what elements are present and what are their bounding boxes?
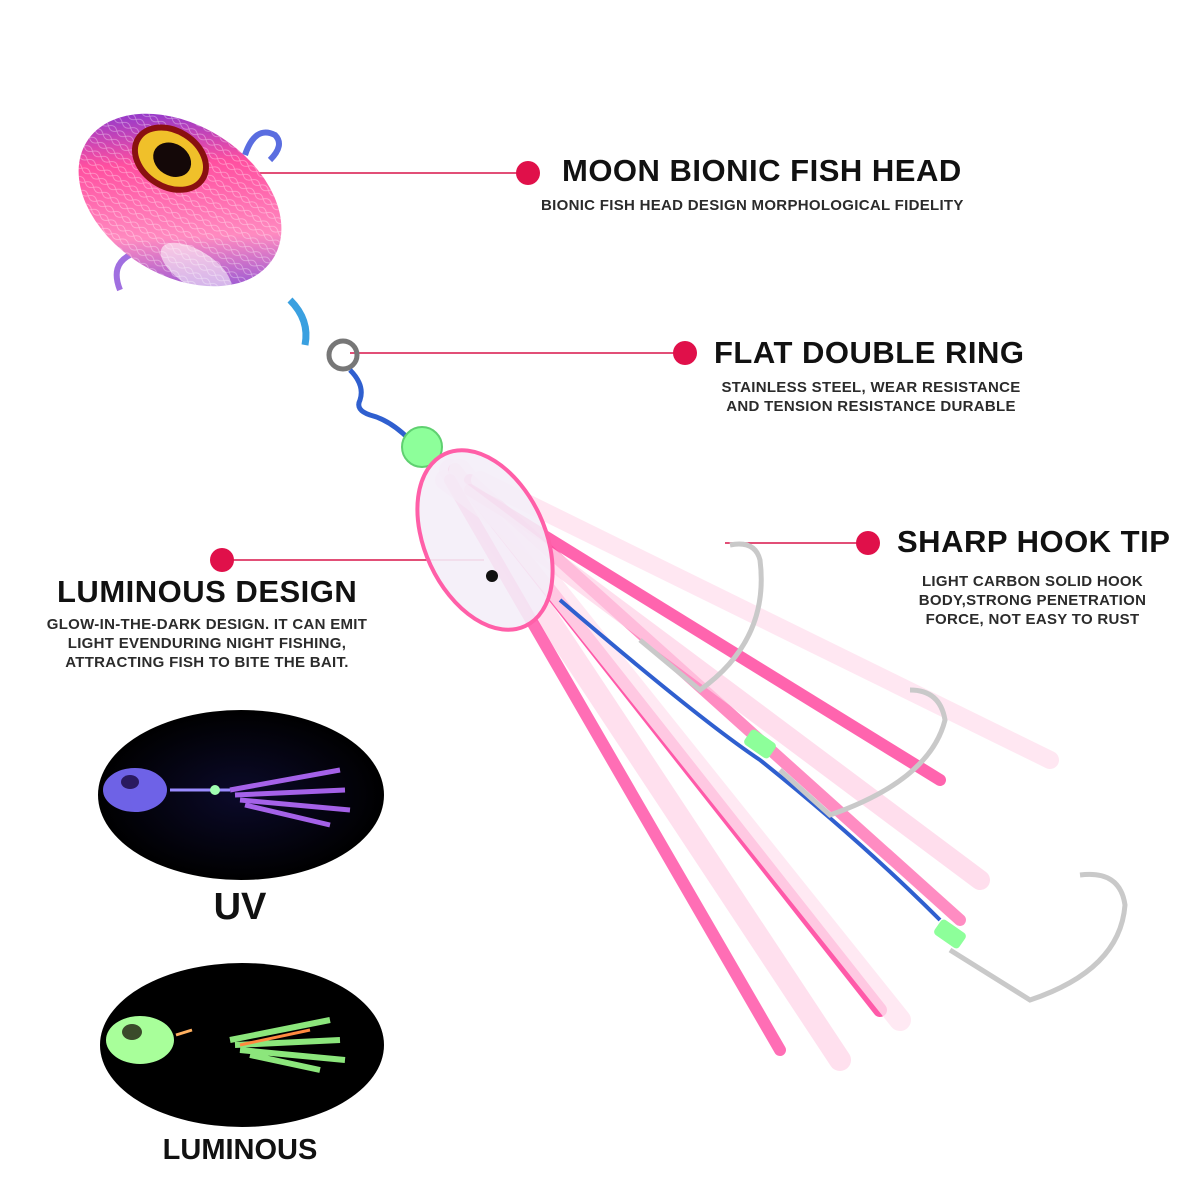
hook-callout-dot <box>856 531 880 555</box>
upper-line-eye-icon <box>242 129 282 163</box>
feature-desc-line: FORCE, NOT EASY TO RUST <box>925 611 1140 628</box>
feature-desc-line: STAINLESS STEEL, WEAR RESISTANCE <box>721 379 1021 396</box>
feature-desc-line: BIONIC FISH HEAD DESIGN MORPHOLOGICAL FI… <box>541 197 964 214</box>
lower-line-eye-icon <box>113 252 132 292</box>
fish-head-icon <box>78 113 282 296</box>
hook-icon-3 <box>948 871 1128 1003</box>
glow-sleeve-icon-2 <box>934 919 966 949</box>
feature-desc-fish-head: BIONIC FISH HEAD DESIGN MORPHOLOGICAL FI… <box>541 196 964 215</box>
feature-desc-double-ring: STAINLESS STEEL, WEAR RESISTANCE AND TEN… <box>706 378 1036 416</box>
feature-title-luminous: LUMINOUS DESIGN <box>57 574 358 609</box>
feature-title-double-ring: FLAT DOUBLE RING <box>714 335 1025 370</box>
feature-desc-luminous: GLOW-IN-THE-DARK DESIGN. IT CAN EMIT LIG… <box>32 615 382 672</box>
feature-desc-line: GLOW-IN-THE-DARK DESIGN. IT CAN EMIT <box>46 616 368 633</box>
octopus-skirt-icon <box>415 448 1059 1071</box>
fishing-lure <box>78 113 1128 1071</box>
luminous-inset <box>100 963 384 1127</box>
glow-bead-icon <box>401 426 443 468</box>
glow-sleeve-icon <box>744 729 776 759</box>
feature-desc-line: LIGHT CARBON SOLID HOOK <box>921 573 1144 590</box>
feature-title-fish-head: MOON BIONIC FISH HEAD <box>562 153 962 188</box>
hook-icon-1 <box>638 541 764 694</box>
feature-desc-line: LIGHT EVENDURING NIGHT FISHING, <box>67 635 347 652</box>
luminous-label: LUMINOUS <box>162 1134 318 1166</box>
head-callout-dot <box>516 161 540 185</box>
swivel-icon <box>287 297 310 346</box>
feature-title-hook-tip: SHARP HOOK TIP <box>897 524 1171 559</box>
hook-icon-2 <box>778 687 948 818</box>
uv-label: UV <box>213 886 267 928</box>
feature-desc-line: ATTRACTING FISH TO BITE THE BAIT. <box>65 654 349 671</box>
luminous-callout-dot <box>210 548 234 572</box>
feature-desc-hook-tip: LIGHT CARBON SOLID HOOK BODY,STRONG PENE… <box>900 572 1165 629</box>
assist-cord-icon <box>558 598 942 922</box>
ring-callout-dot <box>673 341 697 365</box>
double-ring-icon <box>326 338 360 372</box>
uv-inset <box>98 710 384 880</box>
feature-desc-line: BODY,STRONG PENETRATION <box>918 592 1147 609</box>
feature-desc-line: AND TENSION RESISTANCE DURABLE <box>726 398 1016 415</box>
line-knot-icon <box>348 368 412 442</box>
